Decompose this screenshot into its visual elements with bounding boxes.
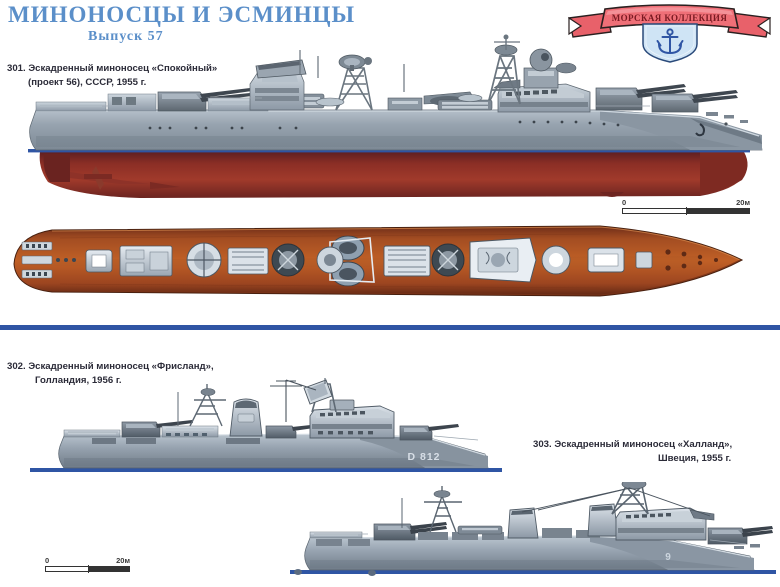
hull-number-303: 9 xyxy=(665,552,671,563)
anchor-icon xyxy=(656,28,684,55)
forward-lattice-mast xyxy=(487,55,521,105)
deck-railing-302 xyxy=(68,431,479,441)
porthole-row xyxy=(148,120,620,130)
torpedo-mount-303 xyxy=(457,525,503,535)
caption-303: 303. Эскадренный миноносец «Халланд», Шв… xyxy=(533,438,732,465)
plan-forward-turret-b xyxy=(587,247,625,273)
caption-302-line2: Голландия, 1956 г. xyxy=(35,374,122,386)
morskaya-kollektsiya-emblem: МОРСКАЯ КОЛЛЕКЦИЯ xyxy=(567,2,772,64)
forecastle-fittings-303 xyxy=(734,544,760,549)
scale-bar-top-bar xyxy=(622,207,750,215)
deck-railing xyxy=(40,97,650,107)
ship-301-plan-illustration xyxy=(0,212,780,317)
waterline-302 xyxy=(30,468,502,472)
funnel-1-303 xyxy=(507,507,539,539)
scale-bar-top-zero: 0 xyxy=(622,198,627,207)
ship-301-profile-illustration xyxy=(0,32,780,207)
forward-director-tower xyxy=(523,48,577,89)
aft-gun-turret xyxy=(157,88,252,112)
emblem-banner-text: МОРСКАЯ КОЛЛЕКЦИЯ xyxy=(612,13,728,23)
plan-circular-mount-5 xyxy=(541,245,571,275)
funnel-2-303 xyxy=(587,503,619,537)
caption-302-line1: 302. Эскадренный миноносец «Фрисланд», xyxy=(7,361,214,372)
hull-number-302: D 812 xyxy=(407,451,440,463)
plan-forward-turret-a xyxy=(635,251,653,269)
scale-bar-bottom: 0 20м xyxy=(45,556,130,573)
aft-superstructure-block xyxy=(249,59,307,111)
section-separator xyxy=(0,325,780,330)
caption-303-line1: 303. Эскадренный миноносец «Халланд», xyxy=(533,439,733,450)
deck-clutter-302 xyxy=(92,438,260,444)
caption-301-line2: (проект 56), СССР, 1955 г. xyxy=(28,76,147,88)
forward-gun-302 xyxy=(399,424,459,441)
issue-subtitle: Выпуск 57 xyxy=(88,29,164,44)
water-floats-303 xyxy=(294,569,376,576)
plan-circular-mount-4 xyxy=(431,243,465,277)
caption-301-line1: 301. Эскадренный миноносец «Спокойный» xyxy=(7,63,218,74)
deck-railing-303 xyxy=(314,533,747,545)
aft-mast-302 xyxy=(189,384,226,427)
bow-anchor-icon xyxy=(695,123,705,137)
rigging-303 xyxy=(521,487,711,517)
scale-bar-bottom-zero: 0 xyxy=(45,556,50,565)
main-radar-antenna xyxy=(494,34,520,56)
forward-gun-turret-a xyxy=(651,90,738,113)
propeller-assembly-icon xyxy=(70,166,180,190)
ship-303-profile-illustration: 9 xyxy=(290,482,780,587)
gun-barrel xyxy=(200,88,252,98)
plan-aft-turret xyxy=(85,249,113,273)
plan-forecastle-fittings xyxy=(665,249,718,271)
caption-303-line2: Швеция, 1955 г. xyxy=(657,452,732,464)
plan-circular-mount-2 xyxy=(271,243,305,277)
plan-deck-plating xyxy=(59,233,601,289)
scale-bar-bottom-max: 20м xyxy=(116,556,130,565)
plan-circular-mounts xyxy=(186,242,222,278)
bridge-303 xyxy=(615,507,715,541)
forecastle-fittings xyxy=(706,112,748,123)
forward-torpedo-tubes xyxy=(437,99,493,111)
scale-bar-bottom-bar xyxy=(45,565,130,573)
caption-302: 302. Эскадренный миноносец «Фрисланд», Г… xyxy=(7,360,214,387)
scale-bar-top-max: 20м xyxy=(736,198,750,207)
bridge-director-302 xyxy=(329,399,355,411)
aft-radar-302 xyxy=(200,388,216,396)
aft-radar-303 xyxy=(433,490,451,498)
aft-deck-clutter-303 xyxy=(418,532,504,540)
ship-302-profile-illustration: D 812 xyxy=(30,378,520,483)
forward-turret-303 xyxy=(707,526,773,545)
funnel-302 xyxy=(229,398,263,437)
aft-radar-antenna xyxy=(338,54,372,71)
caption-301: 301. Эскадренный миноносец «Спокойный» (… xyxy=(7,62,217,89)
bridge-superstructure xyxy=(493,79,591,113)
plan-torpedo-mount-1 xyxy=(227,247,269,275)
antenna-array-302 xyxy=(270,379,317,422)
ship-boats xyxy=(315,94,483,107)
stern-deck-gear-303 xyxy=(316,539,370,546)
page-title: МИНОНОСЦЫ И ЭСМИНЦЫ xyxy=(8,2,356,27)
plan-circular-mount-3 xyxy=(316,246,344,274)
aft-pole-masts xyxy=(299,50,405,92)
scale-bar-top: 0 20м xyxy=(622,198,750,215)
waterline-303 xyxy=(290,570,776,574)
main-mast-303 xyxy=(611,485,649,515)
banner-ribbon-icon xyxy=(568,4,771,38)
plan-midship-block xyxy=(383,245,431,277)
bridge-302 xyxy=(309,405,395,439)
main-radar-302 xyxy=(303,378,337,413)
gun-director-dome xyxy=(529,48,553,72)
plan-bridge xyxy=(469,237,537,283)
